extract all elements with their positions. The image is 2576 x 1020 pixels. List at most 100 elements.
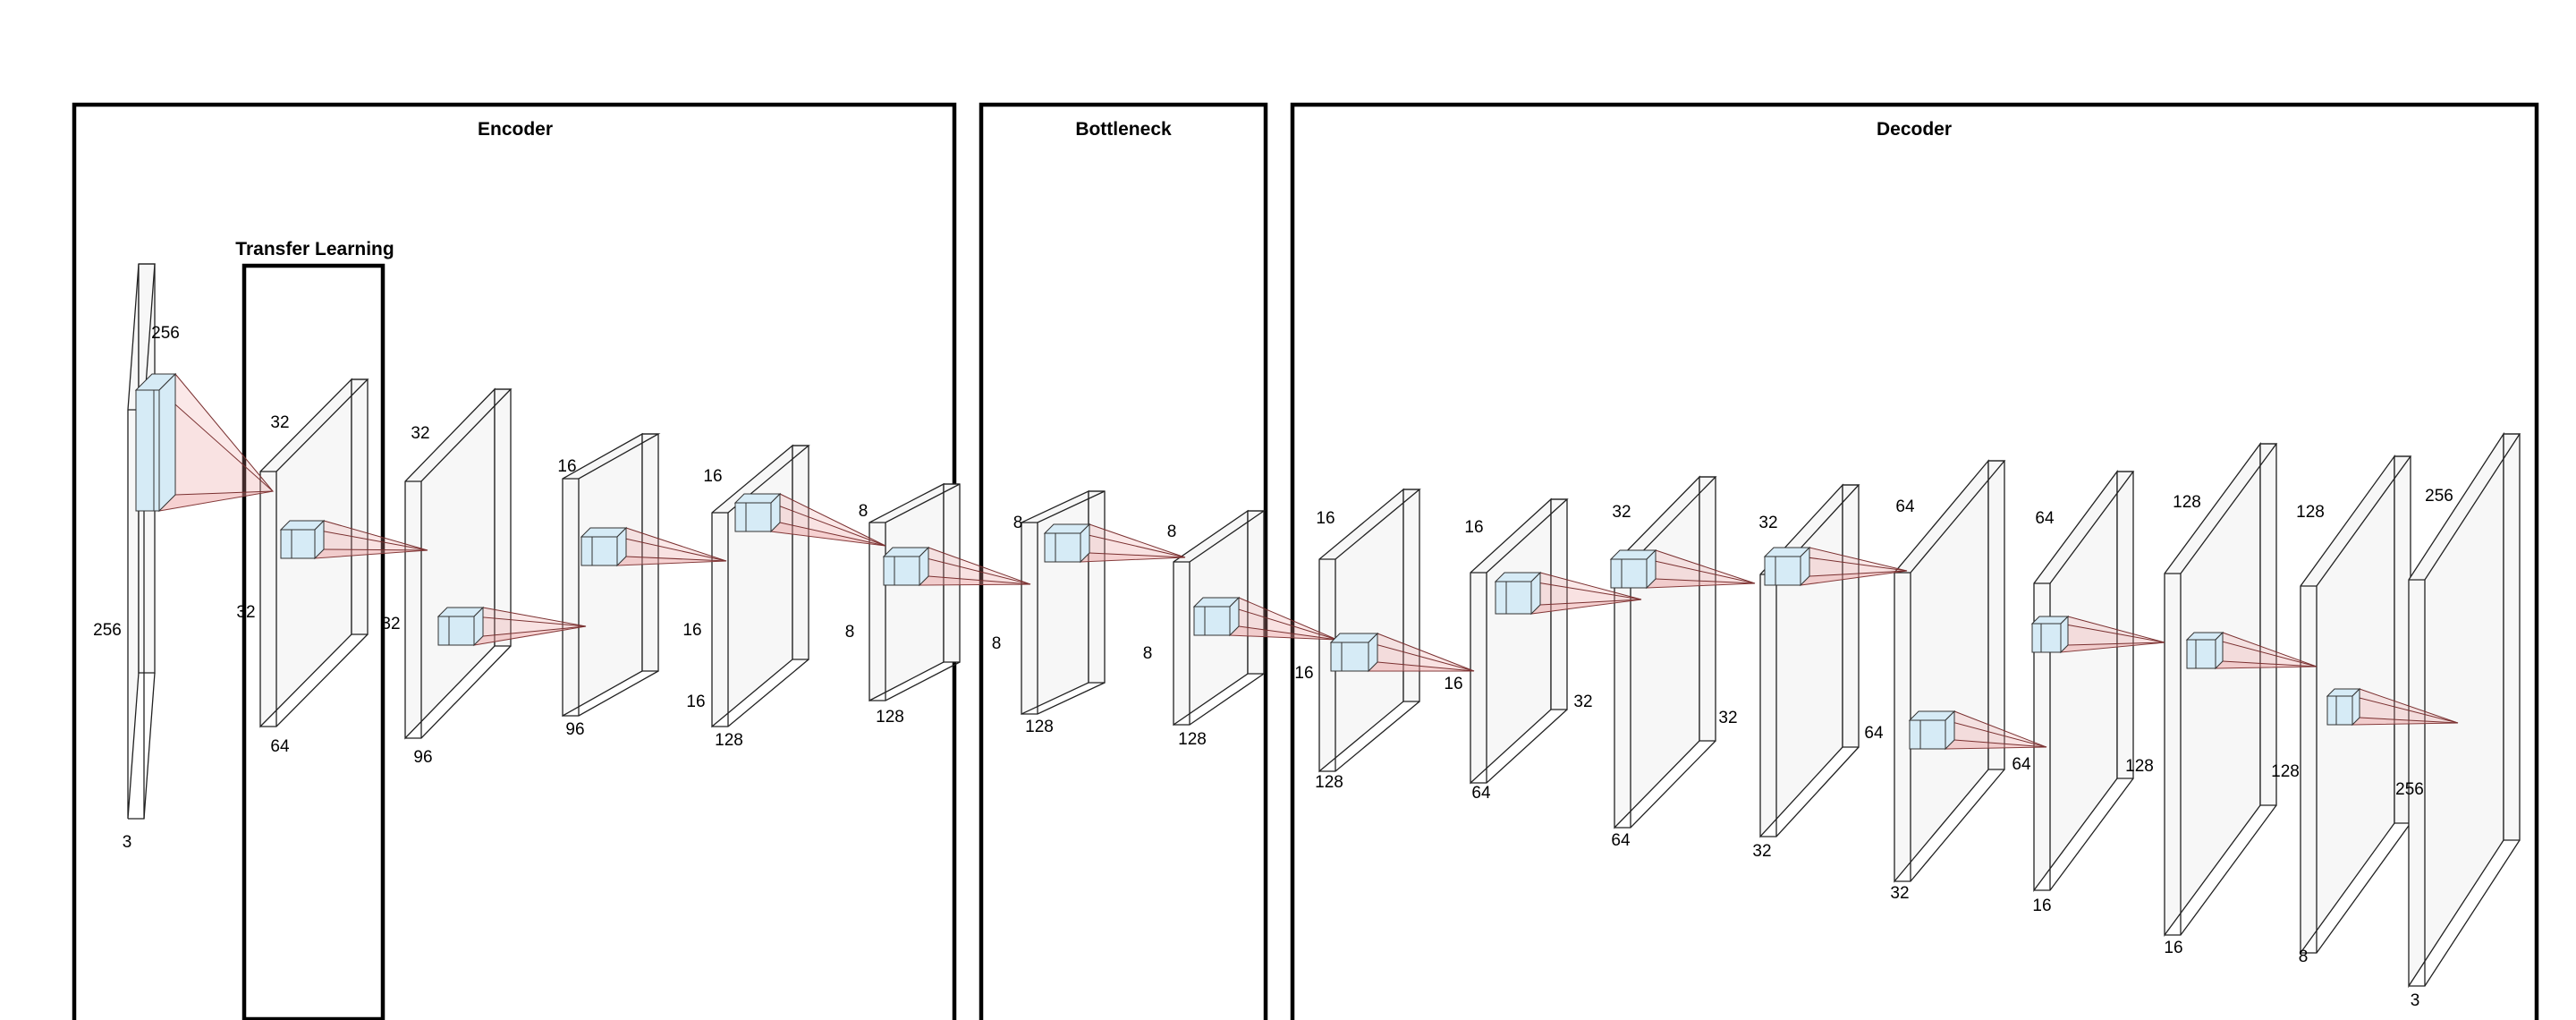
label-channels: 128 — [1315, 773, 1343, 792]
bottleneck-title: Bottleneck — [1075, 119, 1172, 140]
kernel-cone — [1043, 523, 1186, 564]
kernel-pyramid-bottom — [1531, 599, 1641, 614]
layer-top-edge — [712, 445, 810, 514]
label-height: 8 — [1167, 523, 1177, 541]
kernel-pyramid-top — [1531, 573, 1641, 599]
kernel-pyramid-bottom — [159, 491, 273, 511]
layer-block — [2033, 470, 2135, 892]
kernel-pyramid-bottom — [2216, 661, 2317, 668]
layer-front-face — [711, 444, 793, 728]
label-width: 64 — [1864, 724, 1884, 743]
label-width: 32 — [381, 615, 400, 633]
transfer-learning-title: Transfer Learning — [235, 239, 394, 259]
kernel-cube-front — [1909, 719, 1946, 750]
layer-top-edge — [1319, 489, 1421, 560]
kernel-cube-front — [1044, 532, 1081, 563]
label-width: 16 — [682, 621, 701, 640]
kernel-ray — [323, 520, 428, 551]
kernel-pyramid-top — [1647, 550, 1755, 583]
layer-block — [562, 432, 661, 718]
kernel-pyramid-top — [315, 521, 428, 550]
label-channels: 64 — [1611, 831, 1631, 850]
kernel-ray — [2067, 642, 2165, 646]
kernel-pyramid-bottom — [617, 557, 726, 565]
kernel-pyramid-top — [1945, 711, 2046, 747]
kernel-ray — [2222, 632, 2318, 667]
kernel-pyramid-bottom — [919, 576, 1030, 585]
encoder-title: Encoder — [478, 119, 553, 140]
label-width: 16 — [1294, 664, 1313, 683]
layer-block — [2408, 431, 2521, 989]
layer-side-face — [351, 378, 369, 635]
layer-top-edge — [563, 433, 661, 480]
kernel-cube-front — [580, 536, 618, 566]
layer-top-edge — [260, 378, 369, 472]
label-width: 32 — [1718, 709, 1737, 727]
kernel-ray — [779, 522, 886, 547]
label-height: 32 — [270, 413, 289, 432]
kernel-pyramid-top — [771, 494, 886, 546]
kernel-ray — [1377, 633, 1475, 672]
kernel-ray — [2359, 688, 2459, 724]
kernel-ray — [1953, 739, 2047, 748]
kernel-ray — [625, 527, 727, 562]
kernel-pyramid-bottom — [1080, 553, 1185, 562]
kernel-cone — [134, 372, 275, 513]
kernel-ray — [1655, 549, 1756, 584]
kernel-cube-front — [280, 529, 316, 559]
label-height: 16 — [1464, 518, 1483, 537]
label-width: 128 — [2271, 762, 2300, 781]
kernel-ray — [323, 548, 428, 551]
layer-top-edge — [1174, 510, 1267, 563]
label-channels: 32 — [1890, 884, 1909, 903]
label-channels: 128 — [715, 731, 743, 750]
kernel-cone — [2030, 615, 2165, 654]
layer-block — [1759, 483, 1860, 838]
kernel-ray — [482, 607, 587, 627]
kernel-pyramid-bottom — [1647, 579, 1755, 588]
kernel-ray — [1539, 599, 1642, 606]
kernel-cube-front — [2186, 639, 2216, 669]
layer-blocks — [127, 263, 2521, 989]
label-width: 8 — [1143, 644, 1153, 663]
kernel-cone — [2185, 631, 2318, 670]
kernel-cube-front — [734, 502, 772, 532]
label-width: 256 — [93, 621, 122, 640]
kernel-ray — [1953, 710, 2047, 748]
decoder-box — [1290, 102, 2539, 1020]
layer-side-face — [494, 388, 512, 647]
layer-side-face — [1987, 460, 2005, 770]
kernel-pyramid-top — [159, 374, 273, 491]
label-channels: 128 — [1178, 730, 1207, 749]
layer-side-face — [2116, 471, 2134, 779]
kernel-pyramid-bottom — [474, 626, 586, 645]
kernel-cube-front — [437, 616, 475, 646]
kernel-ray — [928, 547, 1031, 585]
kernel-ray — [1655, 578, 1756, 584]
kernel-pyramid-bottom — [2352, 718, 2458, 725]
label-width: 32 — [236, 603, 255, 622]
kernel-pyramid-top — [2216, 633, 2317, 667]
kernel-pyramid-top — [617, 528, 726, 561]
layer-side-face — [1247, 510, 1265, 675]
kernel-pyramid-bottom — [1801, 571, 1907, 585]
label-width: 32 — [1573, 693, 1592, 711]
layer-front-face — [1894, 459, 1989, 883]
kernel-ray — [1539, 572, 1642, 600]
layer-block — [2164, 442, 2278, 937]
kernel-cube-side — [158, 372, 176, 513]
layer-side-face — [1088, 490, 1106, 684]
layer-side-face — [2503, 433, 2521, 841]
kernel-ray — [2067, 616, 2165, 643]
layer-front-face — [1614, 475, 1700, 829]
label-channels: 64 — [1471, 784, 1491, 803]
layer-block — [1894, 459, 2006, 883]
kernel-cone — [1494, 571, 1642, 616]
kernel-cube-front — [1193, 606, 1231, 636]
label-height: 8 — [1013, 514, 1023, 532]
label-height: 64 — [1895, 497, 1915, 516]
label-channels: 8 — [2299, 948, 2309, 966]
layer-front-face — [869, 482, 945, 702]
kernel-ray — [1238, 625, 1338, 641]
